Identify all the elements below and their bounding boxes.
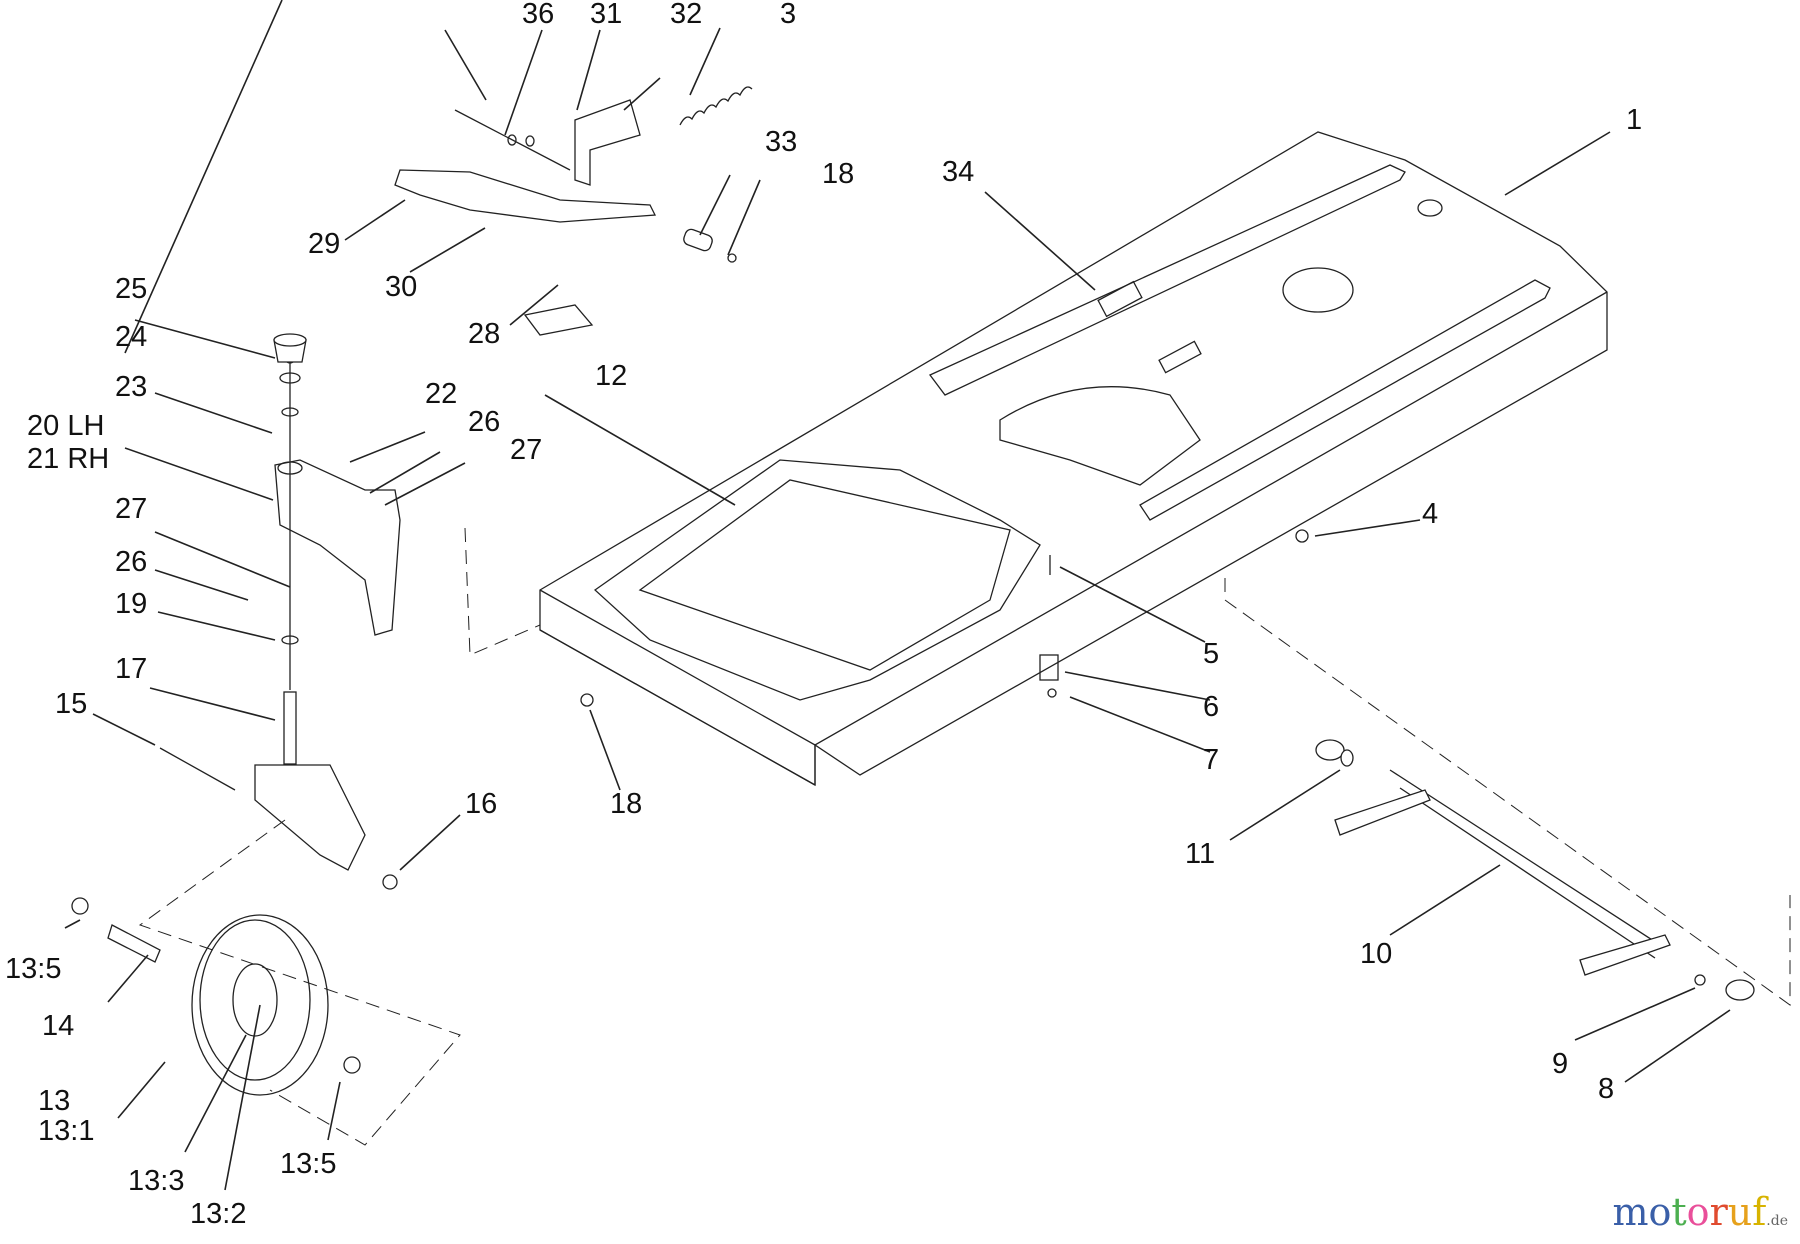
callout-18: 18 [610, 788, 643, 820]
callout-10: 10 [1360, 938, 1393, 970]
caster-wheel [71, 897, 361, 1096]
callout-34: 34 [942, 156, 975, 188]
watermark-letter: f [1752, 1190, 1767, 1234]
callout-16: 16 [465, 788, 498, 820]
watermark-logo: motoruf.de [1612, 1190, 1788, 1234]
watermark-letter: m [1612, 1190, 1649, 1234]
callout-7: 7 [1203, 744, 1220, 776]
watermark-letter: r [1709, 1190, 1728, 1234]
callout-11: 11 [1185, 838, 1216, 870]
callout-30: 30 [385, 271, 418, 303]
callout-20-lh: 20 LH [27, 410, 105, 442]
callout-26: 26 [115, 546, 148, 578]
callout-29: 29 [308, 228, 341, 260]
callout-3: 3 [780, 0, 797, 30]
callout-33: 33 [765, 126, 798, 158]
callout-14: 14 [42, 1010, 75, 1042]
callout-13-2: 13:2 [190, 1198, 247, 1230]
callout-13-5-left: 13:5 [5, 953, 62, 985]
callout-6: 6 [1203, 691, 1220, 723]
callout-28: 28 [468, 318, 501, 350]
watermark-letter: u [1727, 1190, 1753, 1234]
callout-25: 25 [115, 273, 148, 305]
callout-21-rh: 21 RH [27, 443, 110, 475]
steering-arm [394, 86, 753, 336]
callout-22: 22 [425, 378, 458, 410]
callout-27: 27 [115, 493, 148, 525]
watermark-suffix: .de [1766, 1213, 1788, 1229]
callout-5: 5 [1203, 638, 1220, 670]
callout-18-top: 18 [822, 158, 855, 190]
caster-fork [159, 691, 366, 871]
callout-27-top: 27 [510, 434, 543, 466]
caster-bracket [273, 333, 401, 690]
callout-15: 15 [55, 688, 88, 720]
callout-4: 4 [1422, 498, 1439, 530]
axle [1315, 739, 1755, 1001]
watermark-letter: t [1671, 1190, 1687, 1234]
callout-8: 8 [1598, 1073, 1615, 1105]
callout-12: 12 [595, 360, 628, 392]
callout-1: 1 [1626, 104, 1643, 136]
chassis-frame [539, 131, 1608, 787]
watermark-letter: o [1648, 1190, 1672, 1234]
callout-13: 13 [38, 1085, 71, 1117]
callout-13-1: 13:1 [38, 1115, 95, 1147]
callout-19: 19 [115, 588, 148, 620]
callout-13-3: 13:3 [128, 1165, 185, 1197]
callout-36: 36 [522, 0, 555, 30]
callout-13-5-right: 13:5 [280, 1148, 337, 1180]
callout-23: 23 [115, 371, 148, 403]
callout-26-top: 26 [468, 406, 501, 438]
callout-32: 32 [670, 0, 703, 30]
callout-24: 24 [115, 321, 148, 353]
callout-17: 17 [115, 653, 148, 685]
callout-31: 31 [590, 0, 623, 30]
watermark-letter: o [1686, 1190, 1710, 1234]
callout-9: 9 [1552, 1048, 1569, 1080]
